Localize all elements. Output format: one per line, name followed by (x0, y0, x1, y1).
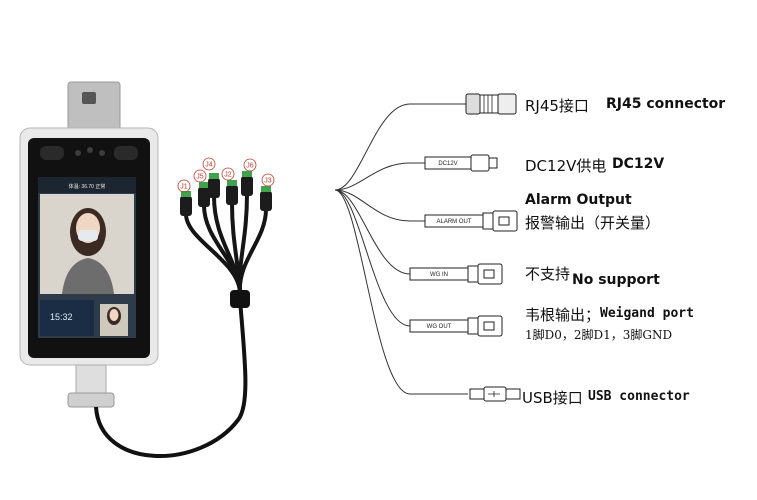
plug-sleeve-label: ALARM OUT (436, 219, 471, 225)
pin-label: J6 (246, 163, 254, 170)
connector-plugs: DC12V ALARM OUT WG IN WG OUT (409, 93, 521, 402)
alarm-en-label: Alarm Output (525, 192, 632, 208)
fanout-line (334, 162, 468, 191)
pin-terminal (261, 186, 271, 192)
jack-collar (482, 212, 494, 230)
dc-plug-tip (488, 157, 498, 169)
device-stand (75, 364, 107, 394)
pin-terminal (209, 173, 219, 179)
pin-connector (241, 176, 253, 196)
pin-terminal (181, 191, 191, 197)
fanout-lines (334, 103, 468, 395)
wg-out-en-label: Weigand port (600, 306, 694, 321)
pin-terminal (227, 180, 237, 186)
fanout-line (334, 103, 468, 191)
face-recognition-terminal: 体温: 36.70 正常 15:32 (19, 81, 159, 408)
stand-nut (67, 392, 115, 408)
fanout-line (334, 189, 468, 395)
wg-in-cn-label: 不支持 (525, 265, 571, 283)
pin-terminal (242, 171, 252, 177)
usb-en-label: USB connector (588, 389, 690, 404)
pigtail-wire (237, 208, 268, 293)
person-body (62, 258, 114, 294)
rj45-head (497, 93, 517, 115)
pin-connector (208, 178, 220, 198)
dc-plug-body (470, 154, 490, 172)
wg-in-en-label: No support (572, 272, 660, 288)
thermal-sensor-head (67, 81, 121, 131)
plug-sleeve-label: DC12V (438, 161, 457, 167)
jack-pins (483, 321, 495, 331)
screen-status-text: 体温: 36.70 正常 (69, 183, 106, 190)
wg-out-cn-label: 韦根输出； (525, 306, 601, 324)
pin-label: J1 (180, 184, 188, 191)
alarm-cn-label: 报警输出（开关量） (525, 214, 661, 232)
jack-pins (483, 269, 495, 279)
camera-lens-icon (75, 150, 81, 156)
pin-connector (226, 185, 238, 205)
thumbnail-face (109, 309, 119, 321)
usb-icon (488, 391, 500, 397)
jack-collar (467, 265, 479, 283)
plug-sleeve-label: WG IN (430, 272, 448, 278)
pin-label: J3 (264, 178, 272, 185)
pin-label: J2 (224, 172, 232, 179)
wg-out-pinout-label: 1脚D0，2脚D1，3脚GND (525, 328, 673, 342)
ir-light-icon (114, 146, 138, 160)
rj45-en-label: RJ45 connector (606, 96, 726, 112)
face-mask (78, 230, 98, 241)
pin-label-circle (261, 173, 275, 187)
pin-label-circle (202, 157, 216, 171)
rj45-boot (465, 93, 481, 115)
pin-label: J5 (196, 174, 204, 181)
dc12v-en-label: DC12V (612, 156, 665, 172)
pin-label: J4 (205, 162, 213, 169)
cable-grommet (230, 290, 250, 308)
pin-label-circle (177, 179, 191, 193)
pin-connector (198, 187, 210, 207)
pin-terminal (199, 182, 209, 188)
jack-collar (467, 317, 479, 335)
rj45-cn-label: RJ45接口 (525, 97, 589, 115)
dc12v-cn-label: DC12V供电 (525, 157, 607, 175)
pin-label-circle (193, 169, 207, 183)
plug-sleeve-label: WG OUT (427, 324, 452, 330)
fanout-line (334, 189, 468, 275)
info-panel (40, 300, 94, 336)
ir-light-icon (40, 146, 64, 160)
usb-head (505, 388, 521, 400)
usb-cn-label: USB接口 (522, 389, 583, 407)
pin-label-circle (221, 167, 235, 181)
pin-label-circle (243, 158, 257, 172)
pin-connector (180, 196, 192, 216)
camera-lens-icon (87, 147, 93, 153)
jack-pins (498, 216, 510, 226)
usb-boot (469, 388, 485, 400)
main-cable (94, 299, 248, 458)
screen-clock: 15:32 (50, 312, 73, 322)
camera-lens-icon (99, 150, 105, 156)
fanout-line (334, 189, 468, 222)
screen-status-bar (38, 177, 136, 193)
fanout-line (334, 189, 468, 327)
rj45-body (479, 94, 499, 114)
thermal-lens-icon (82, 92, 96, 104)
pin-connector (260, 191, 272, 211)
